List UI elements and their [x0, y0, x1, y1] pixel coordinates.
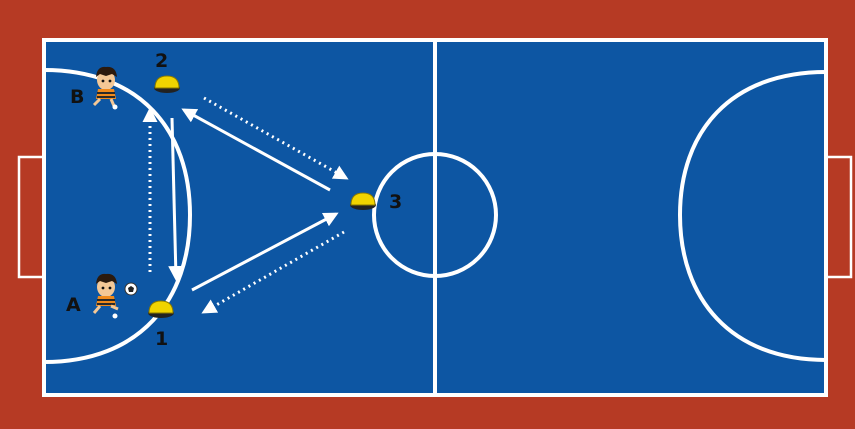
- player-a-label: A: [66, 294, 81, 316]
- cone-2-label: 2: [155, 50, 168, 72]
- player-b-label: B: [70, 86, 84, 108]
- cone-3-label: 3: [389, 191, 402, 213]
- cone-1: [148, 301, 174, 318]
- ball-icon: [125, 283, 137, 295]
- cone-1-label: 1: [155, 328, 168, 350]
- cone-2: [154, 76, 180, 93]
- cone-3: [350, 193, 376, 210]
